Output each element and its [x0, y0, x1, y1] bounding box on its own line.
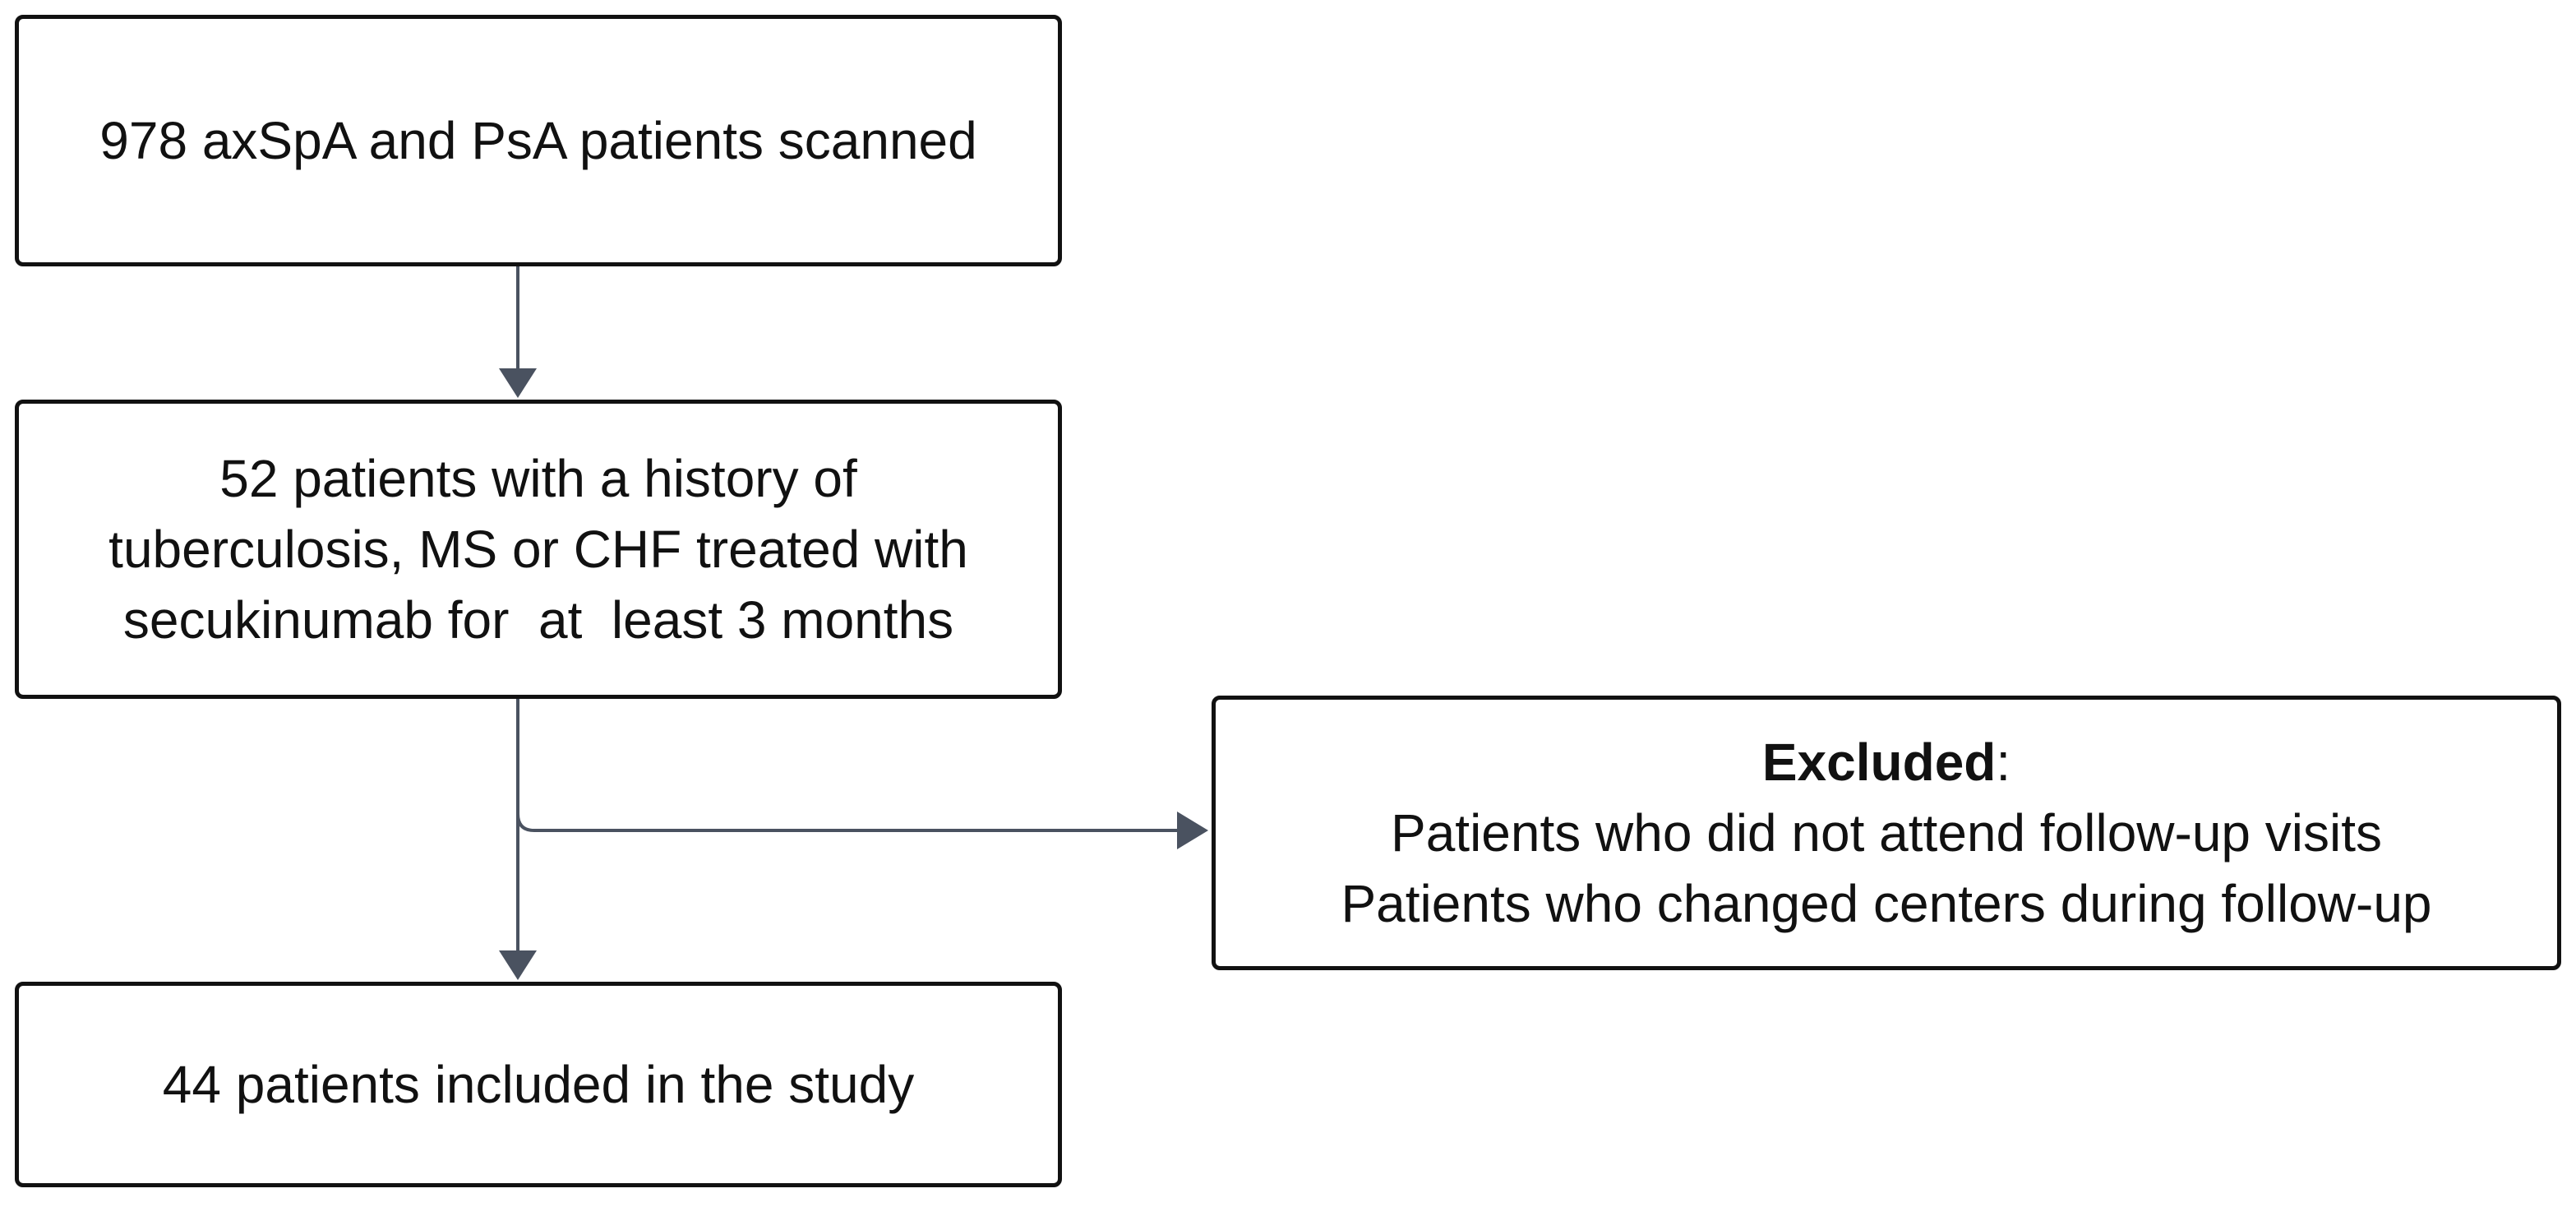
box-history-line-1: 52 patients with a history of	[219, 449, 857, 508]
box-included-line-1: 44 patients included in the study	[162, 1055, 915, 1114]
box-history-line-3: secukinumab for at least 3 months	[122, 590, 954, 650]
box-patients-history: 52 patients with a history of tuberculos…	[15, 400, 1062, 699]
excluded-heading: Excluded	[1761, 733, 1997, 792]
arrowhead-scanned-to-history	[499, 368, 537, 398]
box-patients-scanned: 978 axSpA and PsA patients scanned	[15, 15, 1062, 266]
arrowhead-branch-to-excluded	[1177, 812, 1208, 849]
box-scanned-line-1: 978 axSpA and PsA patients scanned	[99, 111, 977, 170]
excluded-reason-1: Patients who did not attend follow-up vi…	[1391, 803, 2382, 862]
arrowhead-history-to-included	[499, 950, 537, 980]
excluded-heading-colon: :	[1996, 733, 2011, 792]
box-patients-included: 44 patients included in the study	[15, 982, 1062, 1187]
box-excluded: Excluded: Patients who did not attend fo…	[1212, 696, 2561, 970]
arrow-branch-to-excluded	[516, 813, 1177, 832]
excluded-heading-line: Excluded:	[1762, 727, 2010, 798]
box-history-line-2: tuberculosis, MS or CHF treated with	[108, 520, 968, 579]
excluded-reason-2: Patients who changed centers during foll…	[1341, 874, 2432, 933]
